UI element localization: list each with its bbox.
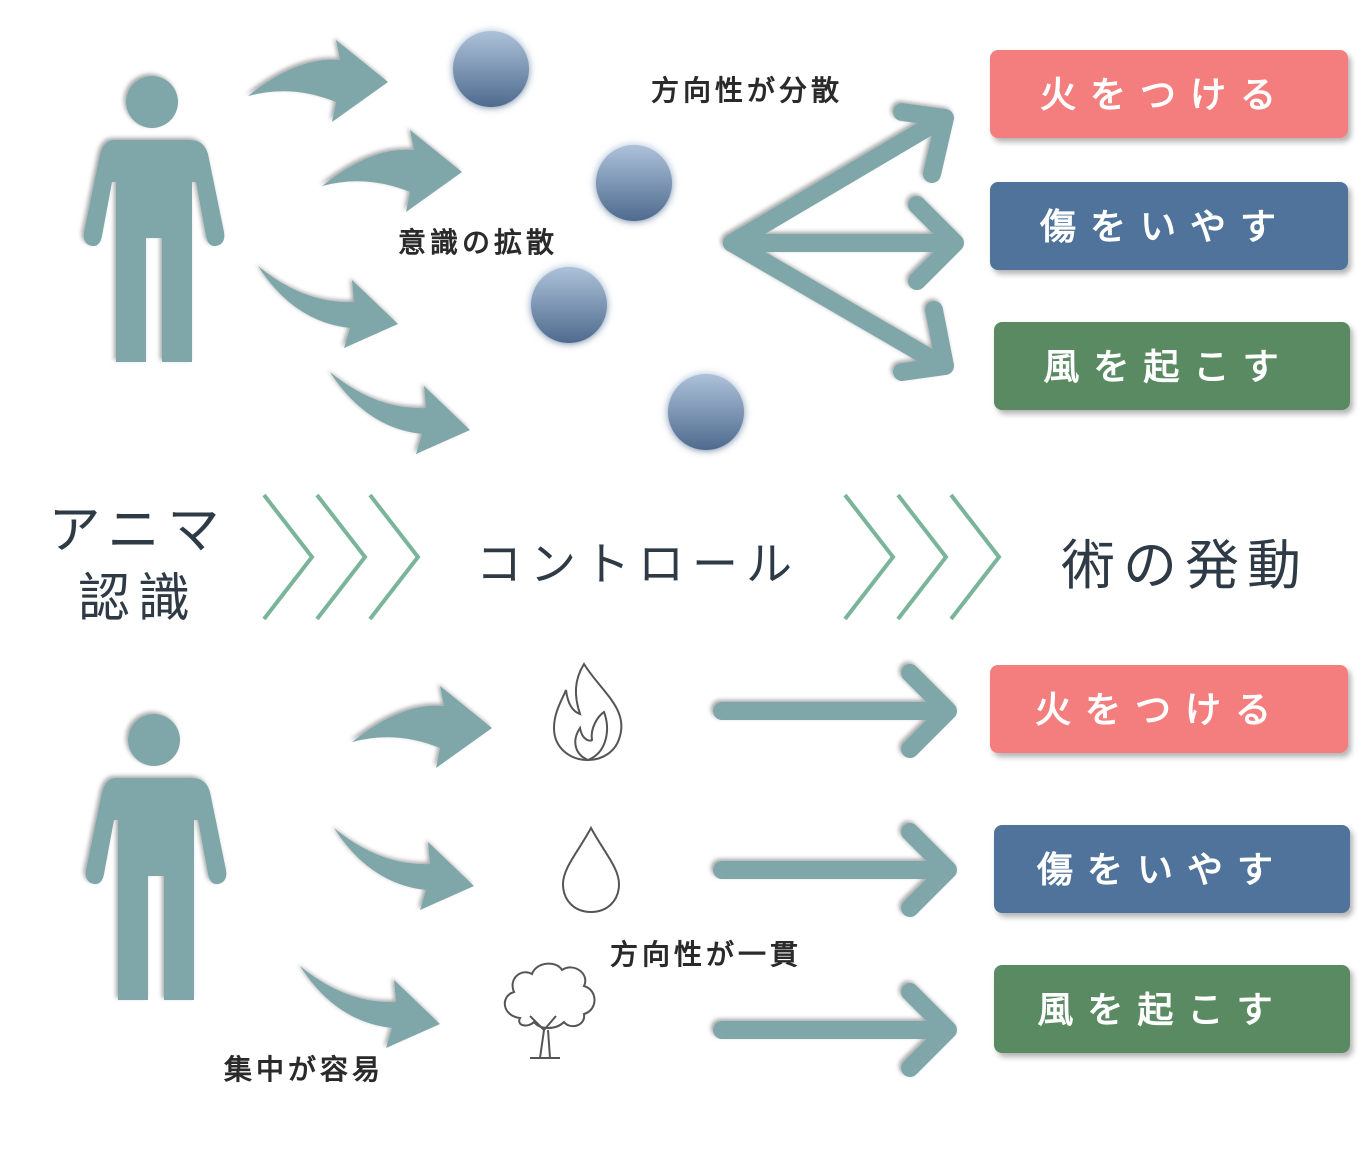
orb-3: [531, 267, 607, 343]
button-ignite-bottom[interactable]: 火をつける: [990, 665, 1348, 753]
button-heal-top[interactable]: 傷をいやす: [990, 182, 1348, 270]
focus-arrow-2: [334, 828, 474, 910]
chevrons-left: [262, 493, 421, 621]
top-section: 意識の拡散 方向性が分散 火をつける 傷をいやす 風を起こす: [83, 31, 1350, 454]
button-heal-top-label: 傷をいやす: [1039, 207, 1290, 248]
orb-1: [453, 31, 529, 107]
scatter-arrow-2: [322, 130, 462, 212]
orb-2: [596, 145, 672, 221]
label-direction-consistent: 方向性が一貫: [610, 938, 802, 971]
fire-icon: [552, 662, 623, 762]
button-ignite-bottom-label: 火をつける: [1035, 690, 1285, 731]
control-label: コントロール: [476, 537, 800, 591]
button-wind-bottom-label: 風を起こす: [1037, 990, 1286, 1031]
scatter-arrow-4: [330, 372, 470, 454]
person-icon-top: [83, 76, 225, 362]
diverging-arrows: [723, 103, 964, 381]
focus-arrows: [300, 686, 492, 1048]
orb-4: [668, 374, 744, 450]
chevrons-right: [843, 493, 1002, 621]
scatter-arrow-1: [248, 40, 388, 122]
button-ignite-top[interactable]: 火をつける: [990, 50, 1348, 138]
button-ignite-top-label: 火をつける: [1040, 75, 1290, 116]
button-heal-bottom[interactable]: 傷をいやす: [994, 825, 1350, 913]
focus-arrow-3: [300, 966, 440, 1048]
button-wind-bottom[interactable]: 風を起こす: [994, 965, 1350, 1053]
button-heal-bottom-label: 傷をいやす: [1036, 850, 1287, 891]
anima-label-line2: 認識: [78, 569, 198, 629]
straight-arrows: [713, 664, 957, 1077]
button-wind-top[interactable]: 風を起こす: [994, 322, 1350, 410]
label-scatter: 意識の拡散: [398, 226, 558, 259]
label-focus: 集中が容易: [223, 1053, 384, 1086]
bottom-section: 集中が容易 方向性が一貫 火をつける 傷をいやす 風を起こす: [85, 662, 1350, 1086]
tree-icon: [504, 962, 596, 1059]
label-direction-scattered: 方向性が分散: [651, 74, 843, 107]
scatter-orbs: [453, 31, 744, 450]
anima-label-line1: アニマ: [49, 501, 228, 561]
person-icon-bottom: [85, 714, 227, 1000]
middle-section: アニマ 認識 コントロール 術の発動: [49, 493, 1309, 629]
water-drop-icon: [561, 825, 621, 914]
scatter-arrow-3: [258, 266, 398, 348]
activation-label: 術の発動: [1061, 534, 1309, 597]
button-wind-top-label: 風を起こす: [1043, 347, 1292, 388]
focus-arrow-1: [352, 686, 492, 768]
top-buttons: 火をつける 傷をいやす 風を起こす: [990, 50, 1350, 410]
bottom-buttons: 火をつける 傷をいやす 風を起こす: [990, 665, 1350, 1053]
